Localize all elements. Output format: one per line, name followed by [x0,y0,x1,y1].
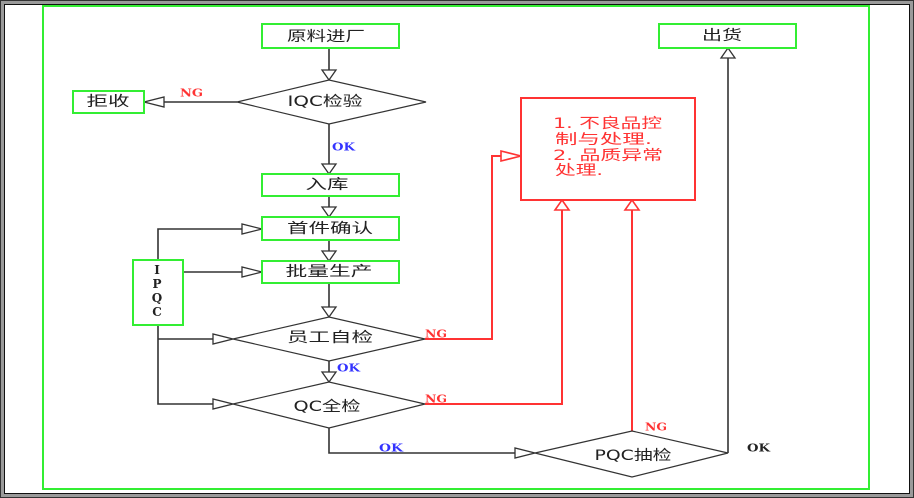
node-shipment-label: 出货 [702,27,742,44]
connector-qc-ng-to-nonconforming [425,210,563,405]
edge-label-self-ok: OK [337,362,361,375]
node-mass-production-box [261,260,400,284]
node-ipqc-letter: P [152,277,161,291]
edge-label-self-ng: NG [425,328,447,341]
edge-label-pqc-ng: NG [645,421,667,434]
node-warehouse-box [261,173,400,197]
node-reject-label: 拒收 [87,94,130,110]
node-ipqc-letter: I [154,263,160,277]
arrowhead-up-red-icon [623,198,641,211]
nonconforming-text-line: 处理. [555,163,603,179]
node-ipqc: I P Q C [132,259,184,326]
edge-label-qc-ok: OK [379,442,404,455]
decision-iqc-shape [236,79,427,125]
arrowhead-right-icon [212,398,234,410]
node-first-article-box [261,216,400,241]
node-ipqc-letter: Q [152,291,162,305]
arrowhead-right-icon [241,266,263,278]
node-warehouse-label: 入库 [306,177,349,193]
node-raw-material: 原料进厂 [261,23,400,49]
node-shipment: 出货 [658,23,797,49]
arrowhead-left-icon [143,96,165,108]
decision-pqc-shape [534,430,729,478]
connector-ipqc-to-qc [157,325,213,405]
arrowhead-right-icon [212,333,234,345]
node-first-article: 首件确认 [261,216,400,241]
nonconforming-text-line: 2. 品质异常 [553,148,663,164]
node-raw-material-label: 原料进厂 [287,29,365,45]
decision-qc-full-label: QC全检 [294,398,361,415]
node-raw-material-box [261,23,400,49]
decision-qc-full-shape [232,381,426,429]
node-ipqc-letter: C [152,305,162,319]
node-nonconforming-box [520,97,696,201]
node-ipqc-box [132,259,184,326]
connector-qc-to-pqc [328,428,515,454]
node-reject-box [72,90,145,114]
edge-label-iqc-ng: NG [180,87,203,100]
edge-label-iqc-ok: OK [332,141,356,154]
process-container-frame [42,5,870,490]
decision-pqc: PQC抽检 [534,430,729,478]
edge-label-pqc-ok: OK [747,442,771,455]
node-mass-production-label: 批量生产 [286,264,373,280]
node-reject: 拒收 [72,90,145,114]
arrowhead-right-red-icon [500,149,522,163]
node-nonconforming-handling: 1. 不良品控 制与处理. 2. 品质异常 处理. [520,97,696,201]
connector-self-ng-to-nonconforming [425,155,501,340]
arrowhead-down-icon [320,206,338,219]
decision-pqc-label: PQC抽检 [595,448,672,464]
arrowhead-down-icon [320,163,338,176]
arrowhead-down-icon [320,371,338,384]
nonconforming-text-line: 1. 不良品控 [553,116,662,132]
edge-label-qc-ng: NG [425,393,447,406]
node-first-article-label: 首件确认 [287,221,373,237]
node-mass-production: 批量生产 [261,260,400,284]
decision-self-inspection: 员工自检 [232,316,426,362]
arrowhead-down-icon [320,250,338,263]
node-shipment-box [658,23,797,49]
decision-iqc-label: IQC检验 [288,94,363,110]
connector-ipqc-to-first-article [157,228,242,260]
decision-iqc: IQC检验 [236,79,427,125]
arrowhead-up-red-icon [553,198,571,211]
arrowhead-right-icon [514,447,536,459]
inner-frame [4,4,910,494]
arrowhead-down-icon [320,306,338,319]
decision-qc-full: QC全检 [232,381,426,429]
nonconforming-text-line: 制与处理. [555,132,652,148]
arrowhead-right-icon [241,223,263,235]
arrowhead-up-icon [719,46,737,59]
arrowhead-down-icon [320,69,338,82]
node-warehouse: 入库 [261,173,400,197]
decision-self-inspection-shape [232,316,426,362]
decision-self-inspection-label: 员工自检 [287,330,373,346]
